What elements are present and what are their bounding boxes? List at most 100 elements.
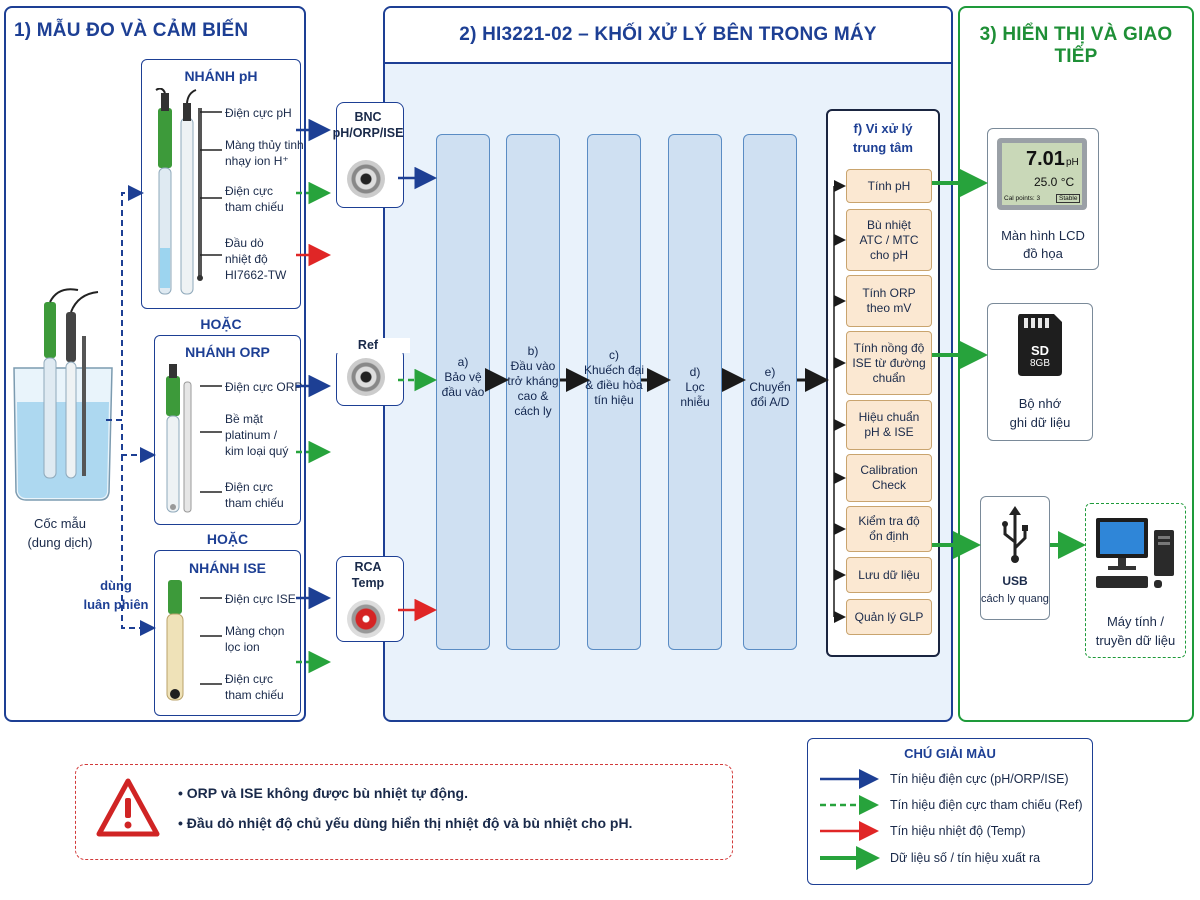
beaker-label-2: (dung dịch) <box>27 535 93 550</box>
function-text: chuẩn <box>872 370 906 385</box>
function-text: Bù nhiệt <box>866 217 912 232</box>
legend-item-electrode: Tín hiệu điện cực (pH/ORP/ISE) <box>890 772 1069 786</box>
orp-electrode-icon <box>166 364 192 513</box>
sd-label-2: ghi dữ liệu <box>1009 415 1071 430</box>
legend-title: CHÚ GIẢI MÀU <box>904 746 996 761</box>
function-text: pH & ISE <box>864 425 914 439</box>
function-text: theo mV <box>866 301 912 315</box>
ph-item-glass-2: nhạy ion H⁺ <box>225 154 289 168</box>
function-text: Tính nồng độ <box>853 340 925 355</box>
lcd-stable-badge: Stable <box>1056 194 1081 203</box>
orp-item-surface-3: kim loại quý <box>225 444 289 458</box>
ph-item-temp-2: nhiệt độ <box>225 252 268 266</box>
panel2-title: 2) HI3221-02 – KHỐI XỬ LÝ BÊN TRONG MÁY <box>459 24 877 45</box>
beaker-branch-links <box>106 185 156 636</box>
bnc-label-1: BNC <box>354 110 382 124</box>
block-a-line: a) <box>457 355 469 369</box>
lcd-label-2: đồ họa <box>1023 246 1063 261</box>
block-e-ad-converter <box>743 134 797 650</box>
beaker-label-1: Cốc mẫu <box>33 516 87 531</box>
function-text: cho pH <box>869 247 908 262</box>
sample-beaker-icon <box>13 288 113 501</box>
block-c-line: tín hiệu <box>594 393 634 407</box>
function-text: Check <box>871 478 906 492</box>
block-c-line: & điều hòa <box>585 378 643 392</box>
function-text: Hiệu chuẩn <box>858 410 920 424</box>
bnc-label-2: pH/ORP/ISE <box>332 126 404 140</box>
function-text: Tính pH <box>867 178 911 193</box>
ise-item-ref-2: tham chiếu <box>225 688 284 702</box>
panel3-title: 3) HIỂN THỊ VÀ GIAO TIẾP <box>979 24 1173 67</box>
block-a-line: Bảo vệ <box>444 370 482 384</box>
function-text: Calibration <box>860 463 918 477</box>
orp-item-surface-1: Bề mặt <box>225 412 264 426</box>
sd-label-1: Bộ nhớ <box>1018 396 1062 411</box>
lcd-temp-value: 25.0 °C <box>1034 175 1075 189</box>
function-text: ổn định <box>869 529 909 543</box>
block-b-line: Đầu vào <box>510 359 556 373</box>
function-text: ISE từ đường <box>852 355 926 370</box>
block-a-input-protection <box>436 134 490 650</box>
block-d-line: Lọc <box>685 380 705 394</box>
block-e-line: đổi A/D <box>750 395 790 409</box>
block-b-line: cách ly <box>514 404 552 418</box>
usb-label-1: USB <box>1002 574 1028 588</box>
orp-item-surface-2: platinum / <box>225 428 278 442</box>
panel1-title: 1) MẪU ĐO VÀ CẢM BIẾN <box>14 20 249 41</box>
ise-branch-title: NHÁNH ISE <box>188 560 266 576</box>
ise-electrode-icon <box>166 580 184 701</box>
function-text: ATC / MTC <box>859 232 919 247</box>
block-c-line: Khuếch đại <box>583 363 645 377</box>
legend-swatches <box>820 769 880 870</box>
color-legend <box>807 738 1093 885</box>
block-b-line: trở kháng <box>507 374 559 388</box>
or-label-1: HOẶC <box>200 316 242 332</box>
block-a-line: đầu vào <box>441 385 485 399</box>
block-d-line: d) <box>689 365 701 379</box>
lcd-ph-value: 7.01 <box>1026 148 1065 170</box>
sd-chip-label-1: SD <box>1030 343 1050 358</box>
bnc-connector-icon <box>347 160 385 198</box>
warning-bullet-2-text: Đầu dò nhiệt độ chủ yếu dùng hiển thị nh… <box>186 815 633 831</box>
lcd-ph-unit: pH <box>1066 157 1079 168</box>
lcd-label-1: Màn hình LCD <box>1001 228 1085 243</box>
warning-bullet-1-text: ORP và ISE không được bù nhiệt tự động. <box>186 785 468 801</box>
orp-item-ref-2: tham chiếu <box>225 496 284 510</box>
ise-item-membrane-1: Màng chọn <box>225 624 285 638</box>
ph-item-ref-2: tham chiếu <box>225 200 284 214</box>
warning-triangle-icon <box>96 778 160 837</box>
ph-item-ref-1: Điện cực <box>225 184 274 198</box>
function-text: Quản lý GLP <box>854 609 924 624</box>
sd-card-icon <box>1018 314 1062 376</box>
block-c-amplifier <box>587 134 641 650</box>
processing-header <box>385 8 951 64</box>
alternate-label-1: dùng <box>100 578 132 593</box>
ph-item-temp-3: HI7662-TW <box>225 268 287 282</box>
rca-label-1: RCA <box>354 560 382 574</box>
function-text: Tính ORP <box>862 286 916 300</box>
ise-item-ref-1: Điện cực <box>225 672 274 686</box>
warning-box <box>75 764 733 860</box>
function-ph: Tính pH <box>846 169 932 203</box>
function-text: Lưu dữ liệu <box>858 567 920 582</box>
usb-label-2: cách ly quang <box>981 593 1049 605</box>
lcd-cal-points: Cal points: 3 <box>1004 195 1041 202</box>
orp-item-electrode: Điện cực ORP <box>225 380 303 394</box>
block-c-line: c) <box>609 348 619 362</box>
function-text: Kiểm tra độ <box>858 514 920 528</box>
block-b-high-impedance <box>506 134 560 650</box>
block-e-line: e) <box>764 365 776 379</box>
ph-item-glass-1: Màng thủy tinh <box>225 138 304 152</box>
ref-label: Ref <box>326 338 410 353</box>
computer-icon <box>1096 518 1174 588</box>
warning-bullet-2: • Đầu dò nhiệt độ chủ yếu dùng hiển thị … <box>178 815 633 831</box>
block-b-line: cao & <box>517 389 549 403</box>
block-b-line: b) <box>527 344 539 358</box>
legend-item-reference: Tín hiệu điện cực tham chiếu (Ref) <box>890 798 1083 812</box>
cpu-title-1: f) Vi xử lý <box>853 121 913 136</box>
function-glp: Quản lý GLP <box>846 599 932 635</box>
